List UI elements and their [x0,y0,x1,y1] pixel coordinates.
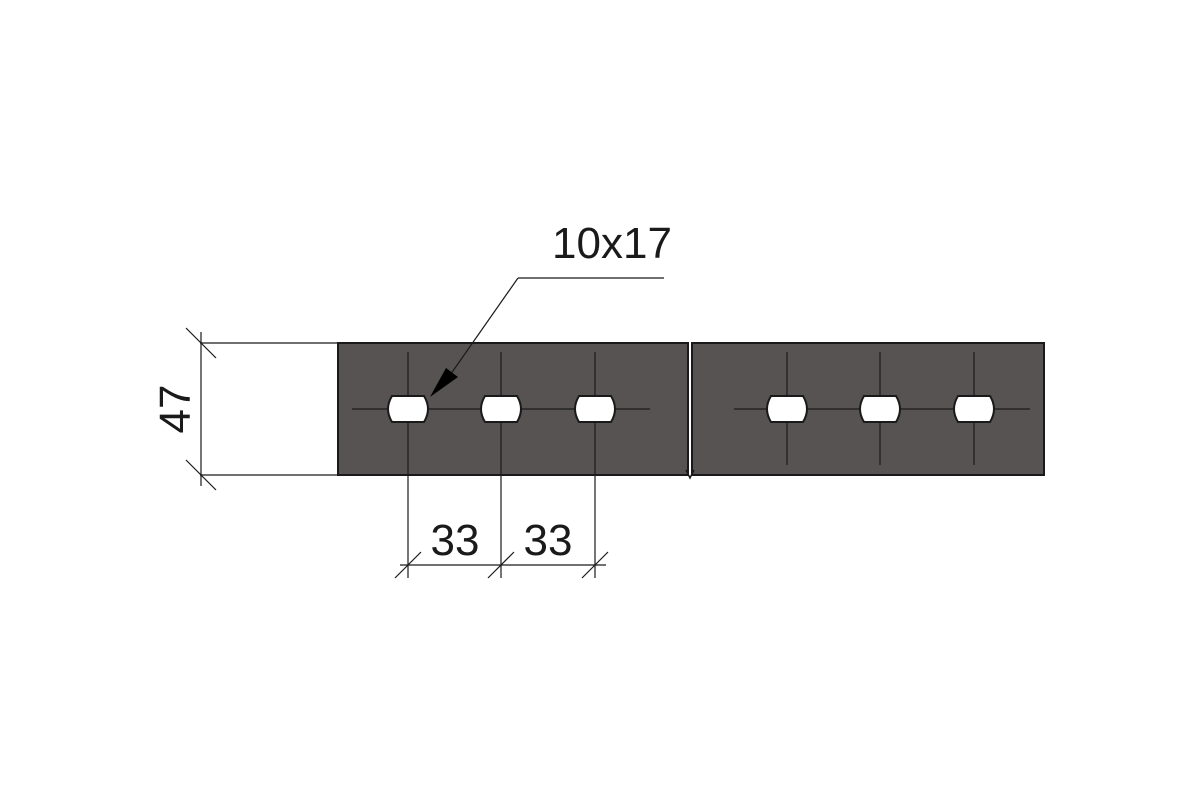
tick-mark [394,551,422,579]
slot-hole [766,395,808,423]
slot-hole [574,395,616,423]
slot-hole [387,395,429,423]
slot-size-label: 10x17 [552,219,672,268]
tick-mark [581,551,609,579]
tick-mark [185,459,217,491]
leader-arrowhead [430,368,458,397]
leader-line [447,277,519,379]
joint-notch [685,469,695,480]
slot-hole [953,395,995,423]
slot-size-leader [430,277,664,397]
slot-hole [859,395,901,423]
height-dimension-label: 47 [151,385,200,434]
tick-mark [185,327,217,359]
slot-hole [480,395,522,423]
tick-mark [487,551,515,579]
pitch-dimension-label-2: 33 [524,516,573,565]
height-dimension [185,327,338,491]
pitch-dimension-label-1: 33 [431,516,480,565]
plate-assembly [337,342,1045,480]
pitch-dimension [394,551,609,579]
